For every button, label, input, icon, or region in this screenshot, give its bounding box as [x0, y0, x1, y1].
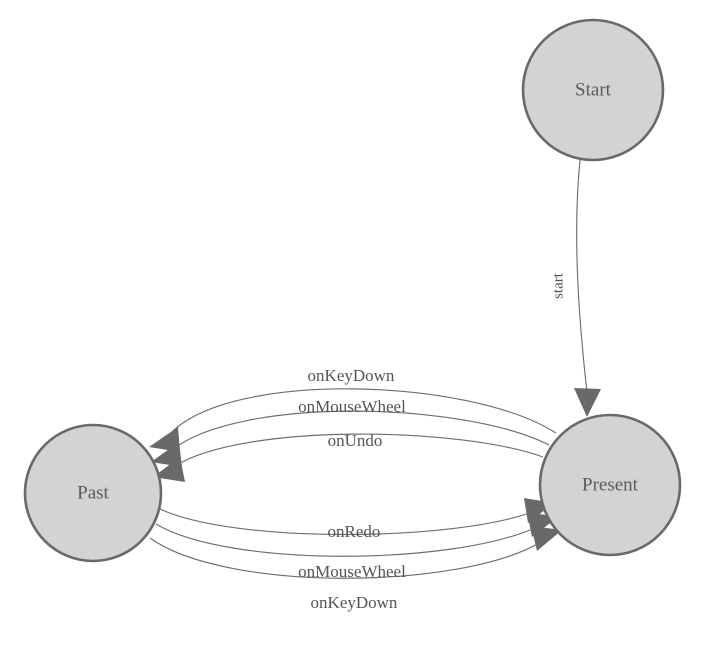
node-start-label: Start: [575, 79, 612, 100]
edge-label-start: start: [550, 272, 566, 299]
edge-start-to-present[interactable]: [574, 159, 601, 417]
edge-start-path: [576, 159, 588, 393]
node-past-label: Past: [77, 482, 109, 503]
edge-past-to-present-onkeydown[interactable]: [149, 526, 562, 579]
node-present-label: Present: [582, 474, 639, 495]
edge-present-to-past-onmousewheel[interactable]: [151, 410, 550, 467]
node-past-circle: [23, 423, 163, 563]
edge-present-to-past-onkeydown[interactable]: [149, 388, 557, 452]
edge-present-to-past-onundo[interactable]: [153, 433, 544, 482]
edge-label-onredo: onRedo: [328, 522, 381, 541]
node-present-circle: [538, 413, 682, 557]
edge-label-onkeydown-up: onKeyDown: [308, 366, 395, 385]
edge-label-onmousewheel-dn: onMouseWheel: [298, 562, 406, 581]
edge-start-arrowhead: [574, 388, 601, 417]
edge-onkeydown-dn-arrowhead: [531, 526, 562, 551]
edge-onundo-path: [174, 433, 544, 467]
edge-label-onkeydown-dn: onKeyDown: [311, 593, 398, 612]
edge-label-onundo: onUndo: [328, 431, 383, 450]
node-past[interactable]: Past: [23, 423, 163, 563]
node-present[interactable]: Present: [538, 413, 682, 557]
edge-onmousewheel-dn-path: [155, 523, 538, 557]
edge-onkeydown-up-path: [169, 388, 557, 435]
edge-label-onmousewheel-up: onMouseWheel: [298, 397, 406, 416]
edge-onkeydown-up-arrowhead: [149, 427, 180, 452]
node-start-circle: [521, 18, 665, 162]
edge-onkeydown-dn-path: [149, 537, 542, 579]
edge-onundo-arrowhead: [153, 457, 185, 482]
node-start[interactable]: Start: [521, 18, 665, 162]
edge-onmousewheel-up-arrowhead: [151, 442, 182, 467]
edge-onmousewheel-up-path: [171, 410, 550, 451]
edge-onredo-path: [159, 508, 533, 536]
